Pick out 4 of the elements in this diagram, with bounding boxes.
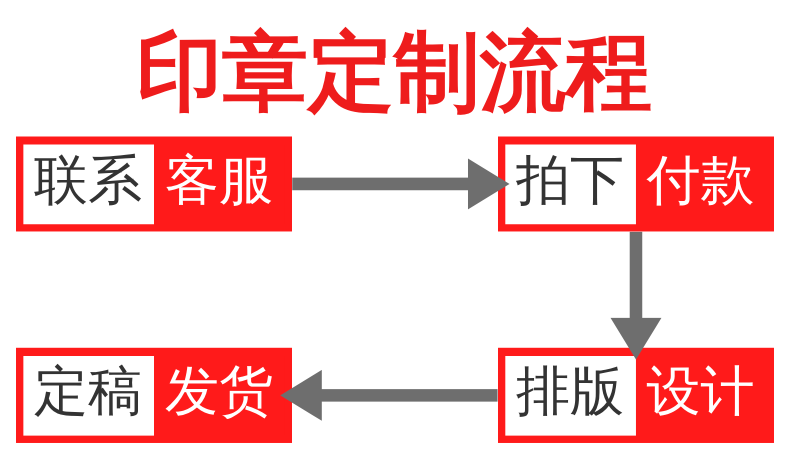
arrow bbox=[292, 158, 510, 210]
diagram-title: 印章定制流程 bbox=[136, 22, 652, 122]
arrow bbox=[280, 370, 498, 421]
arrow bbox=[610, 232, 662, 360]
